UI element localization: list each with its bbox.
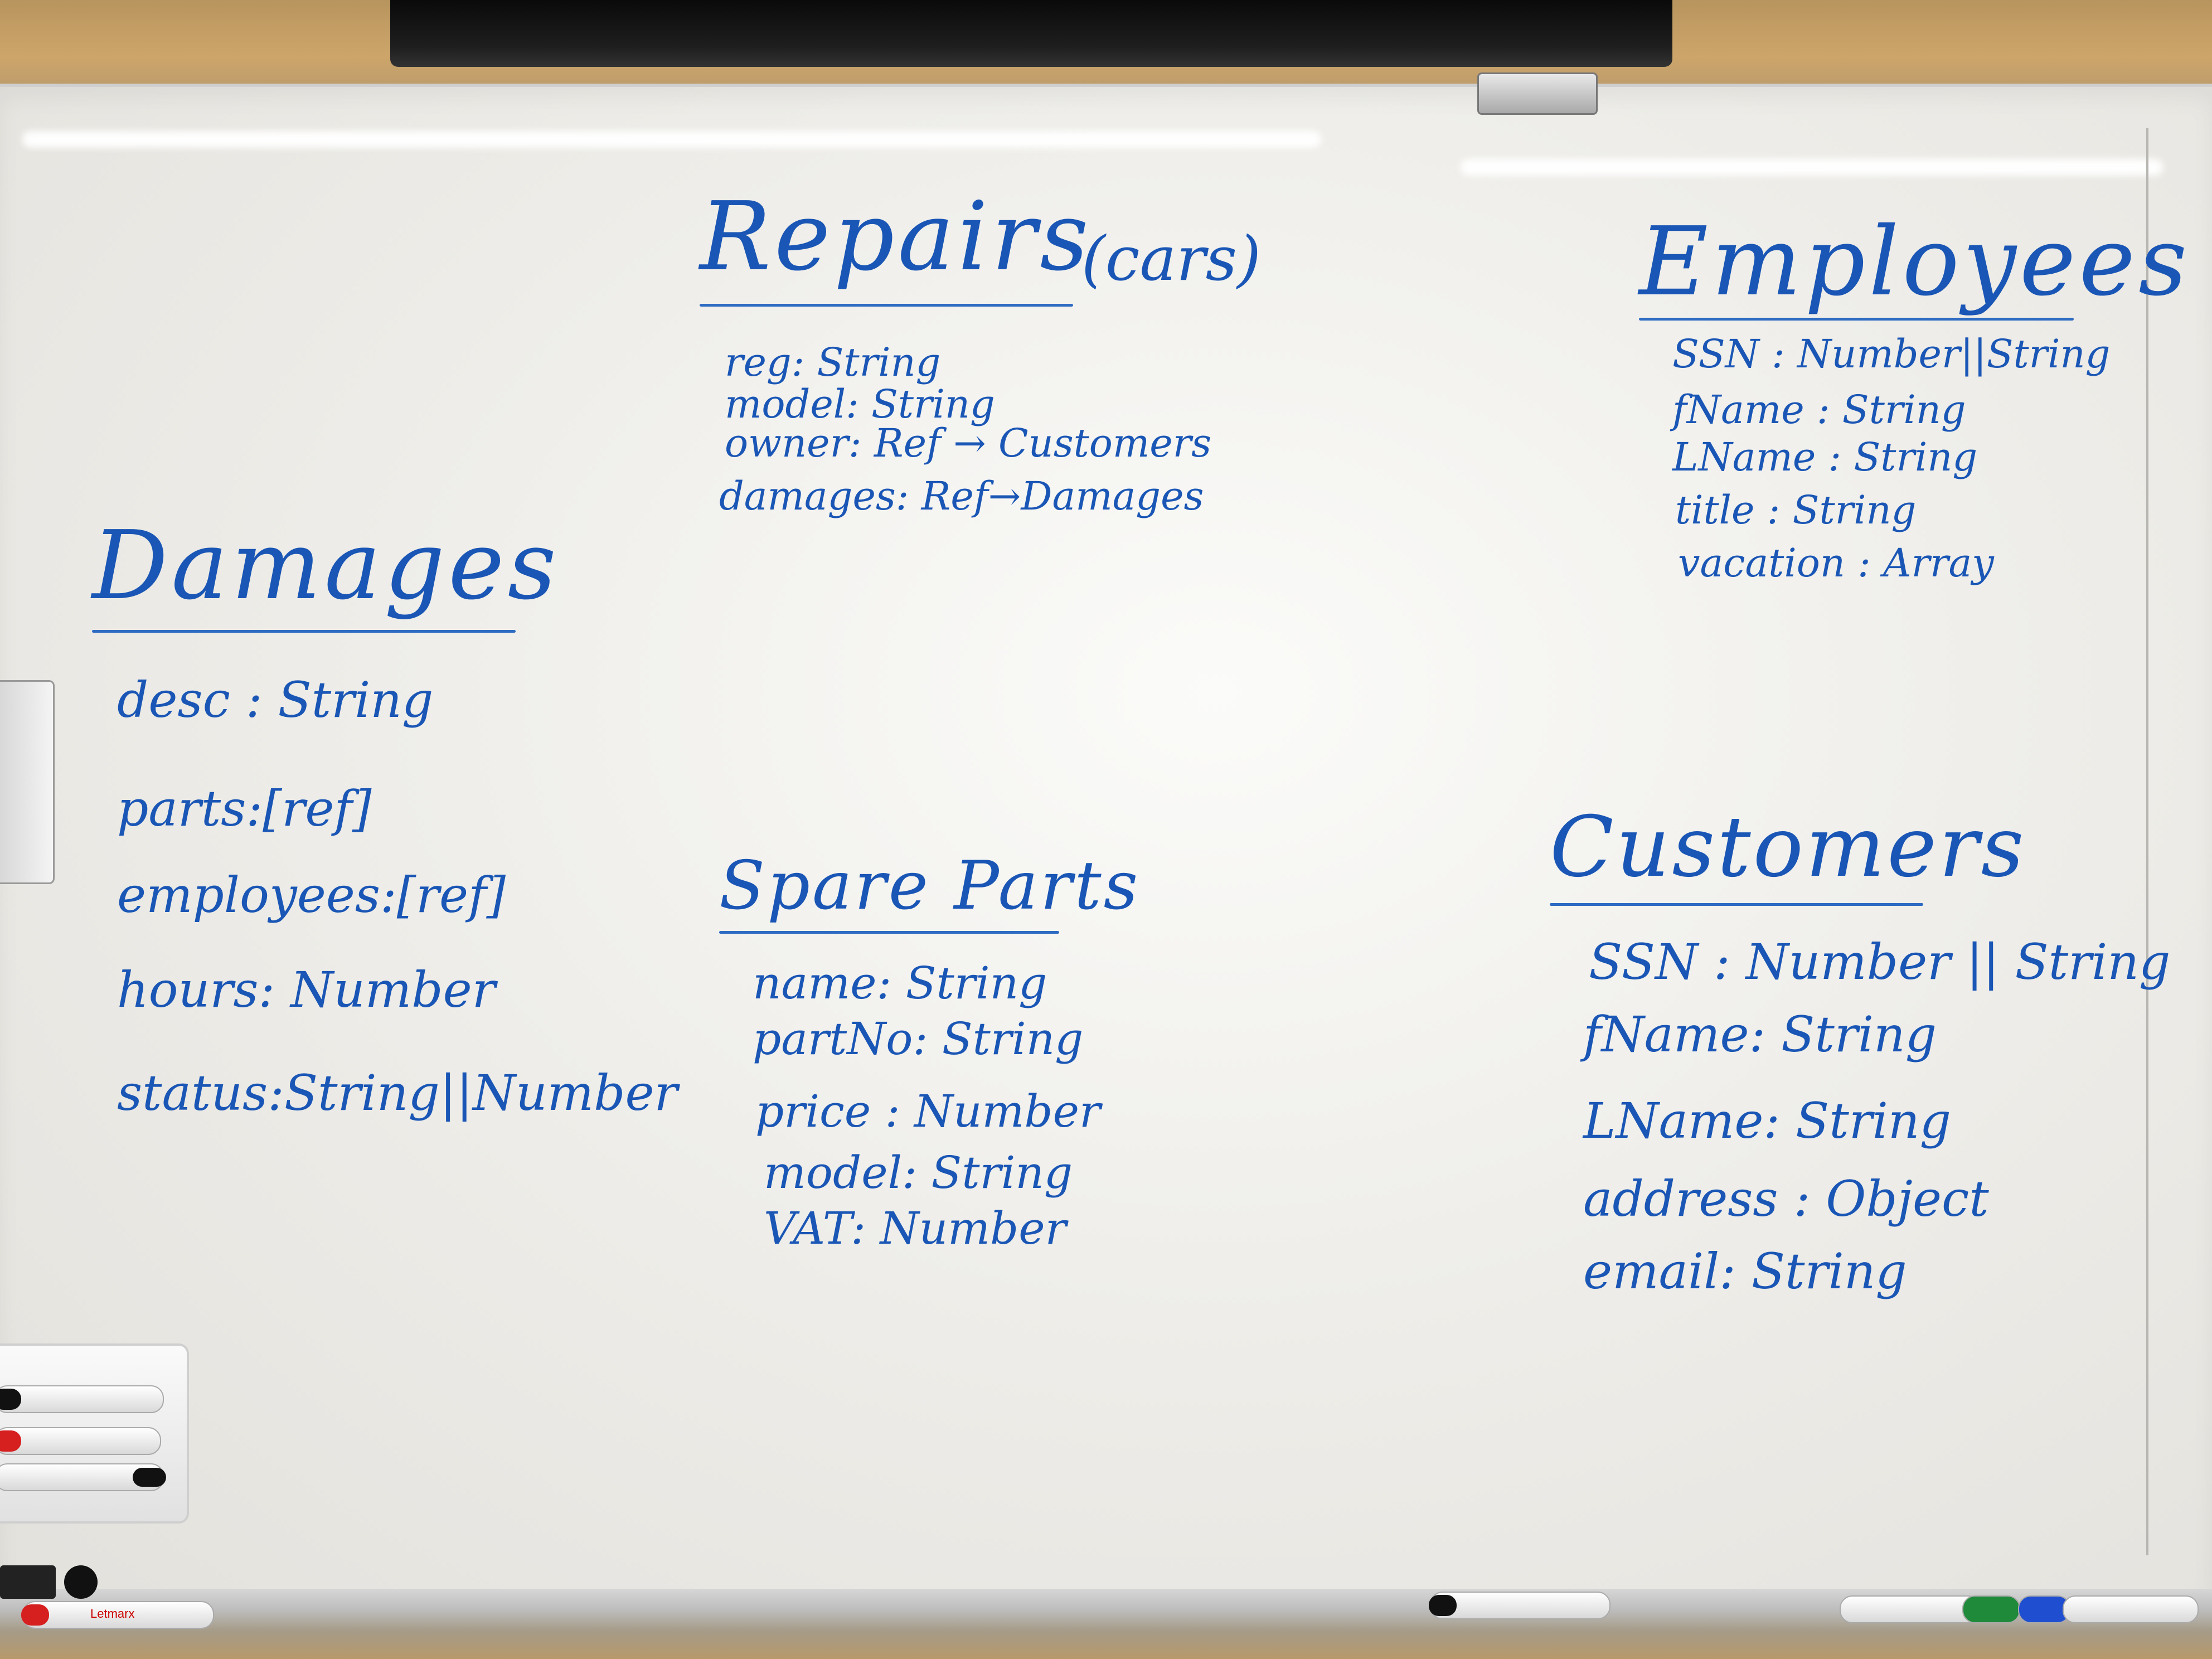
customers-field: LName: String [1583, 1092, 1951, 1149]
employees-field: fName : String [1672, 387, 1966, 433]
marker-cap [21, 1604, 49, 1626]
spare-parts-underline [719, 931, 1059, 934]
spare-parts-field: VAT: Number [764, 1202, 1066, 1254]
spare-parts-field: price : Number [755, 1085, 1101, 1137]
customers-underline [1550, 903, 1923, 906]
damages-field: parts:[ref] [117, 780, 372, 837]
customers-field: fName: String [1583, 1006, 1937, 1063]
white-marker[interactable] [1840, 1595, 1981, 1623]
red-marker[interactable]: Letmarx [21, 1601, 214, 1629]
damages-field: employees:[ref] [117, 866, 506, 924]
whiteboard [0, 84, 2212, 1598]
marker-cap [1429, 1595, 1457, 1616]
spare-parts-field: model: String [764, 1147, 1073, 1199]
black-marker[interactable] [0, 1385, 164, 1413]
customers-field: email: String [1583, 1243, 1907, 1300]
damages-field: desc : String [117, 671, 434, 729]
marker-cap [0, 1389, 21, 1410]
repairs-subtitle: (cars) [1081, 223, 1262, 294]
customers-title: Customers [1550, 799, 2026, 896]
spare-parts-title: Spare Parts [719, 847, 1141, 925]
employees-field: SSN : Number||String [1672, 331, 2111, 377]
tray-knob [64, 1565, 98, 1599]
repairs-field: damages: Ref→Damages [719, 473, 1204, 519]
employees-underline [1639, 318, 2074, 321]
damages-field: status:String||Number [117, 1064, 678, 1122]
projector-rail [390, 0, 1672, 67]
marker-cap [133, 1468, 166, 1487]
board-clip [1477, 72, 1598, 115]
red-marker[interactable] [0, 1427, 161, 1455]
employees-title: Employees [1639, 207, 2191, 317]
green-marker[interactable] [1962, 1595, 2020, 1623]
damages-field: hours: Number [117, 961, 496, 1018]
marker-cap [0, 1430, 21, 1452]
repairs-field: owner: Ref → Customers [725, 420, 1212, 466]
repairs-title: Repairs [700, 182, 1092, 292]
black-marker[interactable] [0, 1463, 166, 1491]
damages-title: Damages [92, 511, 560, 621]
employees-field: vacation : Array [1678, 540, 1994, 586]
light-glare [1461, 159, 2163, 176]
repairs-field: model: String [725, 381, 995, 427]
spare-parts-field: partNo: String [753, 1013, 1084, 1065]
black-marker[interactable] [1429, 1592, 1611, 1619]
light-glare [22, 131, 1321, 148]
board-divider [2146, 128, 2148, 1555]
damages-underline [92, 630, 516, 633]
tray-clip [0, 1565, 56, 1599]
spare-parts-field: name: String [753, 957, 1047, 1009]
eraser[interactable] [0, 680, 55, 884]
employees-field: LName : String [1672, 434, 1978, 480]
marker-label: Letmarx [90, 1607, 135, 1621]
customers-field: SSN : Number || String [1589, 933, 2171, 991]
customers-field: address : Object [1583, 1170, 1989, 1228]
repairs-field: reg: String [725, 339, 941, 385]
employees-field: title : String [1675, 487, 1917, 533]
white-marker[interactable] [2063, 1595, 2199, 1623]
repairs-underline [700, 304, 1073, 307]
